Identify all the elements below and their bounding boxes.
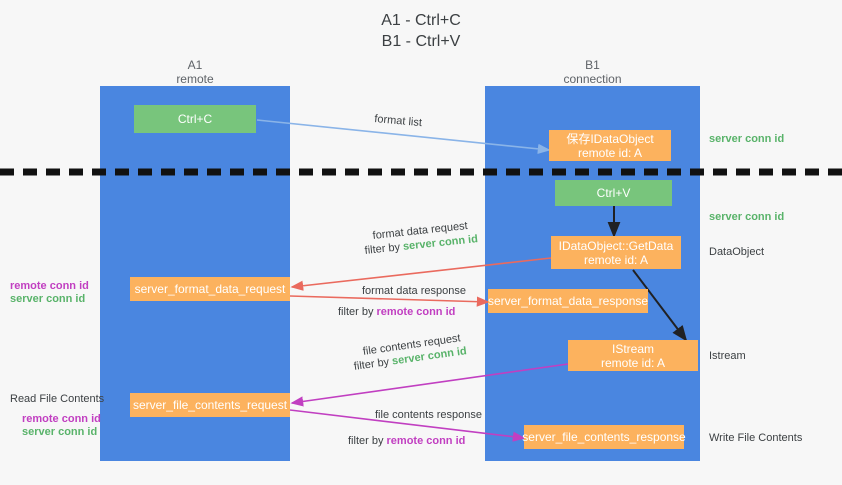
lane-header-a1: A1 remote [176, 58, 214, 86]
filter-prefix: filter by [353, 355, 393, 373]
left-label-remote-conn-id-2: remote conn id [22, 413, 101, 425]
left-label-read-file-contents: Read File Contents [10, 393, 105, 405]
lane-header-b1: B1 connection [563, 58, 622, 86]
node-ctrl-c[interactable]: Ctrl+C [134, 105, 256, 133]
node-server-file-contents-response[interactable]: server_file_contents_response [522, 425, 686, 449]
right-label-istream: Istream [709, 350, 746, 362]
node-istream[interactable]: IStream remote id: A [568, 340, 698, 371]
node-server-file-contents-request[interactable]: server_file_contents_request [130, 393, 290, 417]
right-label-dataobject: DataObject [709, 246, 765, 258]
filter-prefix: filter by [364, 240, 404, 257]
node-ctrl-v[interactable]: Ctrl+V [555, 180, 672, 206]
left-label-server-conn-id-2: server conn id [22, 426, 98, 438]
left-label-remote-conn-id-1: remote conn id [10, 280, 89, 292]
edge-label-file-contents-response: file contents response [375, 409, 483, 421]
page-title: A1 - Ctrl+C B1 - Ctrl+V [381, 12, 461, 50]
edge-label-format-data-response-filter: filter by remote conn id [338, 305, 455, 319]
node-server-format-data-request[interactable]: server_format_data_request [130, 277, 290, 301]
filter-prefix: filter by [338, 306, 377, 318]
filter-key-remote-conn-id: remote conn id [386, 435, 466, 447]
filter-key-remote-conn-id: remote conn id [376, 306, 456, 318]
filter-prefix: filter by [348, 435, 387, 447]
left-label-server-conn-id-1: server conn id [10, 293, 86, 305]
node-server-format-data-response[interactable]: server_format_data_response [488, 289, 648, 313]
right-label-server-conn-id-top: server conn id [709, 133, 785, 145]
right-label-write-file-contents: Write File Contents [709, 432, 803, 444]
edge-label-file-contents-response-filter: filter by remote conn id [348, 434, 465, 448]
edge-label-format-list: format list [373, 112, 423, 130]
node-save-idataobject[interactable]: 保存IDataObject remote id: A [549, 130, 671, 161]
right-label-server-conn-id-mid: server conn id [709, 211, 785, 223]
edge-label-format-data-response: format data response [362, 285, 466, 297]
node-idataobject-getdata[interactable]: IDataObject::GetData remote id: A [551, 236, 681, 269]
